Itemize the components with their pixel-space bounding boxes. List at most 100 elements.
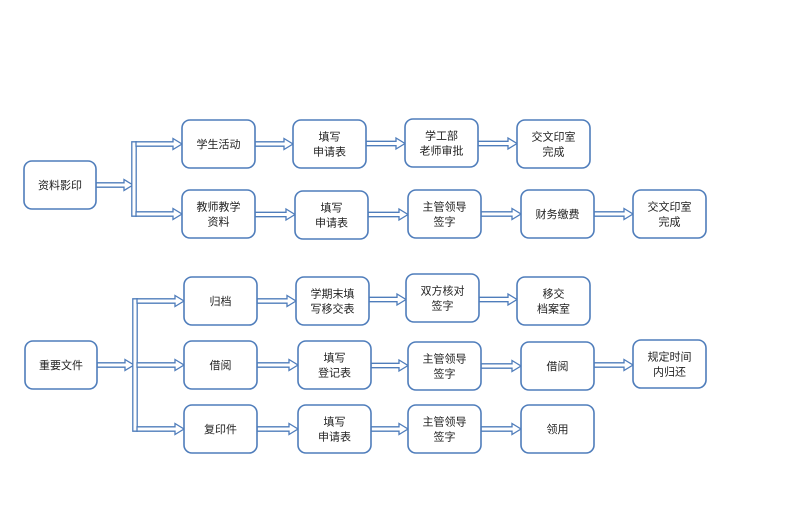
step-node-1-2-3-box bbox=[520, 404, 595, 454]
step-node-0-0-2-box bbox=[404, 118, 479, 168]
step-node-0-0-3-label-line: 交文印室 bbox=[532, 130, 576, 144]
step-node-1-2-1: 填写申请表 bbox=[297, 404, 372, 454]
root-node-0-label-line: 资料影印 bbox=[38, 178, 82, 192]
step-node-0-0-1-label-line: 申请表 bbox=[313, 145, 346, 159]
step-node-1-1-1-box bbox=[297, 340, 372, 390]
root-connector-0 bbox=[95, 178, 135, 192]
step-node-1-1-4-label-line: 内归还 bbox=[653, 365, 686, 379]
step-node-0-1-3-box bbox=[520, 189, 595, 239]
step-node-1-1-1-label-line: 登记表 bbox=[318, 366, 351, 380]
step-node-1-2-0-label-line: 复印件 bbox=[204, 422, 237, 436]
step-node-0-1-2: 主管领导签字 bbox=[407, 189, 482, 239]
step-connector-1-0-2-shape bbox=[478, 292, 519, 307]
step-node-0-1-4-label-line: 完成 bbox=[659, 215, 681, 229]
step-connector-1-1-0-shape bbox=[256, 358, 300, 372]
step-connector-0-1-1 bbox=[367, 207, 410, 222]
step-node-1-2-1-box bbox=[297, 404, 372, 454]
step-node-1-1-3: 借阅 bbox=[520, 341, 595, 391]
step-connector-1-2-1 bbox=[370, 422, 410, 436]
step-connector-0-1-2 bbox=[480, 207, 523, 221]
step-node-1-1-3-label-line: 借阅 bbox=[547, 360, 569, 373]
step-connector-1-2-2 bbox=[480, 422, 523, 436]
step-node-1-0-2-box bbox=[405, 273, 480, 323]
step-node-1-2-3: 领用 bbox=[520, 404, 595, 454]
step-node-0-0-1-box bbox=[292, 119, 367, 169]
branch-connector-1-1-shape bbox=[136, 358, 186, 372]
step-node-1-2-0: 复印件 bbox=[183, 404, 258, 454]
step-connector-1-1-2 bbox=[480, 359, 523, 373]
step-node-0-1-2-box bbox=[407, 189, 482, 239]
step-node-1-0-2-label: 双方核对签字 bbox=[421, 284, 465, 313]
step-connector-0-0-1 bbox=[365, 136, 407, 151]
step-connector-1-0-0 bbox=[256, 294, 298, 308]
step-node-1-1-2-box bbox=[407, 341, 482, 391]
branch-connector-1-2-shape bbox=[136, 422, 186, 436]
step-connector-0-0-0 bbox=[254, 137, 295, 151]
step-node-0-0-0-label: 学生活动 bbox=[197, 137, 241, 151]
step-node-1-0-3-label-line: 档案室 bbox=[537, 302, 570, 316]
branch-connector-1-2 bbox=[136, 422, 186, 436]
nodes: 资料影印学生活动填写申请表学工部老师审批交文印室完成教师教学资料填写申请表主管领… bbox=[23, 118, 707, 454]
step-connector-0-1-1-shape bbox=[367, 207, 410, 222]
root-node-1: 重要文件 bbox=[24, 340, 98, 390]
step-node-1-1-3-box bbox=[520, 341, 595, 391]
branch-connector-1-0 bbox=[136, 294, 186, 308]
step-connector-1-1-1 bbox=[370, 358, 410, 373]
bus-bar-0-shape bbox=[131, 141, 137, 217]
branch-connector-0-1 bbox=[135, 207, 184, 221]
step-node-0-1-1-label-line: 申请表 bbox=[315, 216, 348, 230]
branch-connector-0-0 bbox=[135, 137, 184, 151]
root-node-0-label: 资料影印 bbox=[38, 178, 82, 192]
branch-connector-1-0-shape bbox=[136, 294, 186, 308]
step-node-0-1-1: 填写申请表 bbox=[294, 190, 369, 240]
step-node-0-1-0-box bbox=[181, 189, 256, 239]
root-connector-0-shape bbox=[95, 178, 135, 192]
root-node-1-box bbox=[24, 340, 98, 390]
step-node-0-0-0: 学生活动 bbox=[181, 119, 256, 169]
connectors bbox=[95, 136, 635, 436]
step-node-0-0-3-label: 交文印室完成 bbox=[532, 130, 576, 159]
root-connector-1 bbox=[96, 358, 136, 372]
step-node-1-2-2-box bbox=[407, 404, 482, 454]
step-connector-0-0-2-shape bbox=[477, 136, 519, 151]
root-node-0: 资料影印 bbox=[23, 160, 97, 210]
step-connector-1-1-3-shape bbox=[593, 358, 635, 372]
step-node-0-1-2-label-line: 主管领导 bbox=[423, 200, 467, 214]
step-node-0-1-0: 教师教学资料 bbox=[181, 189, 256, 239]
step-node-1-1-2-label-line: 签字 bbox=[434, 367, 456, 381]
step-node-0-1-1-label-line: 填写 bbox=[321, 201, 343, 215]
step-node-0-1-4-label: 交文印室完成 bbox=[648, 200, 692, 229]
step-node-1-1-4-label-line: 规定时间 bbox=[648, 350, 692, 364]
branch-connector-1-1 bbox=[136, 358, 186, 372]
step-node-0-1-3: 财务缴费 bbox=[520, 189, 595, 239]
bus-bar-0 bbox=[131, 141, 137, 217]
branch-connector-0-1-shape bbox=[135, 207, 184, 221]
step-node-0-1-3-label-line: 财务缴费 bbox=[536, 207, 580, 221]
step-node-1-1-4-label: 规定时间内归还 bbox=[648, 350, 692, 379]
step-node-0-1-3-label: 财务缴费 bbox=[536, 207, 580, 221]
step-node-0-0-1: 填写申请表 bbox=[292, 119, 367, 169]
root-connector-1-shape bbox=[96, 358, 136, 372]
step-node-0-0-0-label-line: 学生活动 bbox=[197, 137, 241, 151]
step-node-1-1-0: 借阅 bbox=[183, 340, 258, 390]
step-node-1-0-2-label-line: 双方核对 bbox=[421, 284, 465, 298]
step-node-1-0-1: 学期末填写移交表 bbox=[295, 276, 370, 326]
step-node-0-0-3-label-line: 完成 bbox=[543, 145, 565, 159]
step-connector-0-1-0-shape bbox=[254, 207, 297, 222]
step-connector-1-1-2-shape bbox=[480, 359, 523, 373]
step-node-1-1-2: 主管领导签字 bbox=[407, 341, 482, 391]
step-connector-1-0-1 bbox=[368, 292, 408, 307]
step-node-1-0-2-label-line: 签字 bbox=[432, 299, 454, 313]
step-node-1-2-2: 主管领导签字 bbox=[407, 404, 482, 454]
step-node-1-0-3-label-line: 移交 bbox=[543, 287, 565, 301]
step-node-0-0-2: 学工部老师审批 bbox=[404, 118, 479, 168]
step-connector-0-0-1-shape bbox=[365, 136, 407, 151]
step-node-1-1-0-label-line: 借阅 bbox=[210, 359, 232, 372]
step-connector-1-2-0 bbox=[256, 422, 300, 436]
root-node-1-label: 重要文件 bbox=[39, 358, 83, 372]
step-node-0-1-4-box bbox=[632, 189, 707, 239]
step-connector-1-0-1-shape bbox=[368, 292, 408, 307]
step-connector-1-1-1-shape bbox=[370, 358, 410, 373]
step-connector-1-0-0-shape bbox=[256, 294, 298, 308]
